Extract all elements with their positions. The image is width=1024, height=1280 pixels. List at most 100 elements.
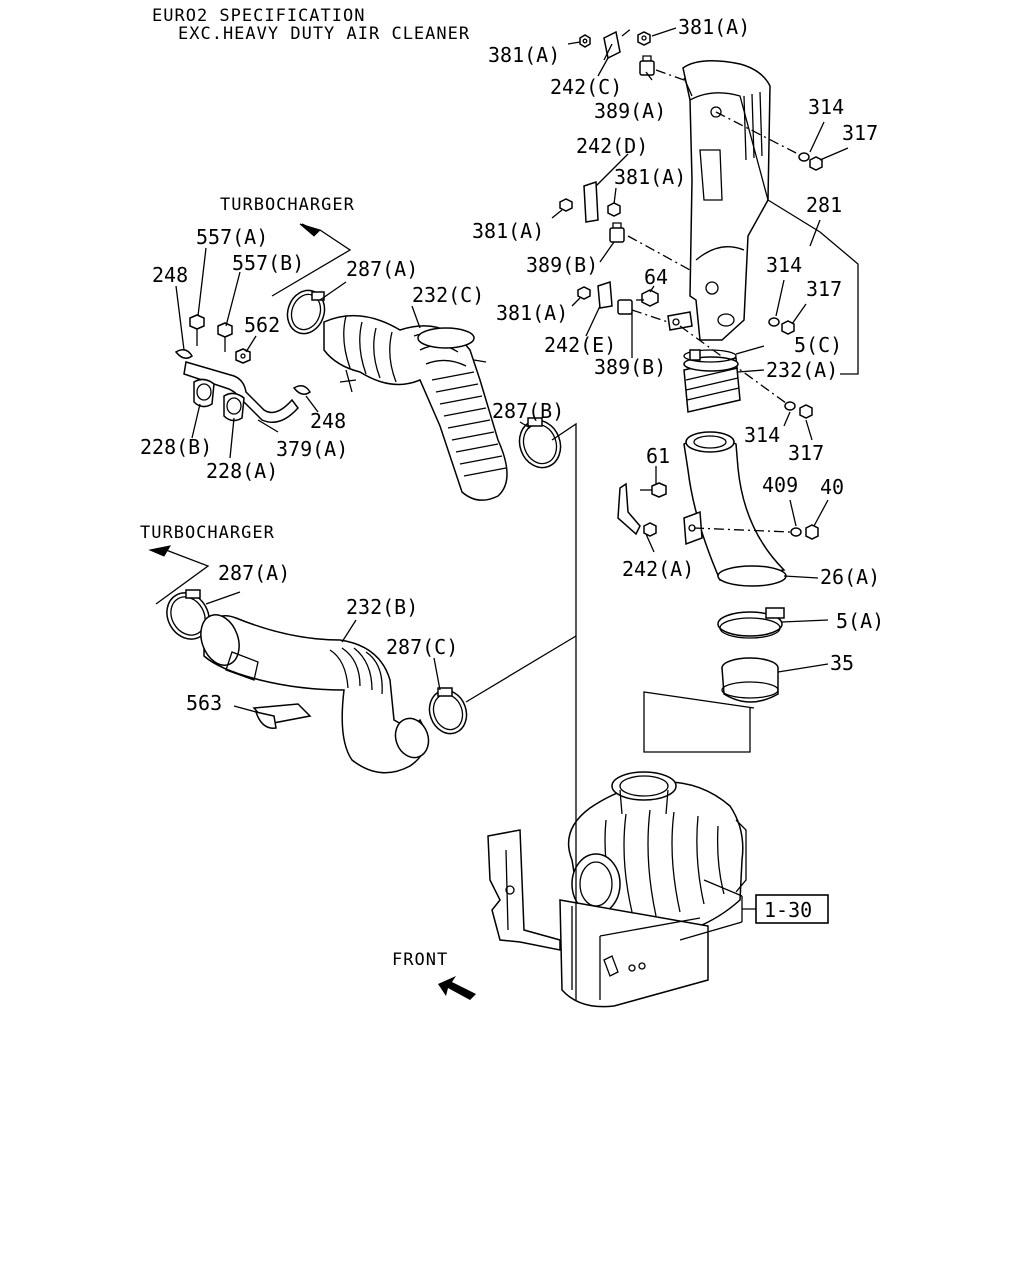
callout-381a: 381(A)	[488, 43, 560, 67]
pipe-379a	[183, 361, 299, 423]
callout-242c: 242(C)	[550, 75, 622, 99]
bolt-242a-small	[643, 522, 657, 537]
callout-317: 317	[788, 441, 824, 465]
elbow-tube-26a	[683, 431, 787, 587]
nut-317-upper	[809, 156, 823, 171]
callout-389a: 389(A)	[594, 99, 666, 123]
callout-5c: 5(C)	[794, 333, 842, 357]
washer-314-upper	[798, 152, 810, 162]
hose-232a	[683, 356, 741, 413]
callout-64: 64	[644, 265, 668, 289]
bolt-64	[636, 289, 659, 307]
callout-232a: 232(A)	[766, 358, 838, 382]
callout-381a: 381(A)	[678, 15, 750, 39]
callout-40: 40	[820, 475, 844, 499]
washer-314-mid	[768, 317, 780, 327]
callout-287c: 287(C)	[386, 635, 458, 659]
turbocharger-mid-indicator	[148, 545, 210, 605]
callout-381a: 381(A)	[496, 301, 568, 325]
insulator-389a	[639, 55, 655, 76]
callout-232c: 232(C)	[412, 283, 484, 307]
front-label: FRONT	[392, 950, 448, 970]
clip-228a	[223, 392, 245, 422]
bolt-61	[640, 482, 667, 498]
reference-box-1-30[interactable]: 1-30	[755, 894, 829, 924]
turbocharger-top-label: TURBOCHARGER	[220, 195, 355, 215]
bracket-563	[252, 703, 312, 729]
nut-317-low	[799, 404, 813, 419]
clamp-287a-mid	[166, 589, 210, 640]
header-line-1: EURO2 SPECIFICATION	[152, 6, 365, 26]
dash-mid	[627, 235, 691, 271]
hose-232c	[323, 314, 508, 501]
clip-248-right	[292, 385, 311, 395]
nut-381a-mid-2	[607, 202, 621, 217]
callout-61: 61	[646, 444, 670, 468]
nut-381a-top-left	[579, 34, 591, 48]
leader-287b-cleaner	[551, 422, 577, 1000]
callout-228a: 228(A)	[206, 459, 278, 483]
nut-40	[805, 524, 819, 540]
clamp-5c	[683, 349, 737, 363]
dash-top	[621, 27, 685, 81]
bracket-242e	[597, 280, 613, 309]
callout-287a: 287(A)	[218, 561, 290, 585]
insulator-389b-lower	[617, 299, 633, 315]
callout-389b: 389(B)	[594, 355, 666, 379]
callout-314: 314	[744, 423, 780, 447]
header-line-2: EXC.HEAVY DUTY AIR CLEANER	[178, 24, 470, 44]
callout-562: 562	[244, 313, 280, 337]
hose-232b	[200, 614, 430, 774]
callout-248: 248	[310, 409, 346, 433]
snorkel-281	[667, 60, 771, 341]
leader-lines	[175, 27, 859, 713]
leader-287c-cleaner	[465, 635, 577, 703]
bolt-557a	[189, 314, 205, 346]
callout-5a: 5(A)	[836, 609, 884, 633]
callout-317: 317	[842, 121, 878, 145]
bracket-242a	[617, 482, 641, 536]
washer-314-low	[784, 401, 796, 411]
reference-box-label: 1-30	[764, 898, 812, 922]
turbocharger-top-indicator	[271, 223, 352, 297]
callout-563: 563	[186, 691, 222, 715]
nut-381a-top-right	[637, 31, 651, 46]
callout-232b: 232(B)	[346, 595, 418, 619]
callout-409: 409	[762, 473, 798, 497]
air-cleaner-assembly	[487, 771, 747, 1008]
turbocharger-mid-label: TURBOCHARGER	[140, 523, 275, 543]
callout-381a: 381(A)	[472, 219, 544, 243]
callout-248: 248	[152, 263, 188, 287]
callout-317: 317	[806, 277, 842, 301]
callout-557b: 557(B)	[232, 251, 304, 275]
callout-379a: 379(A)	[276, 437, 348, 461]
washer-409	[790, 527, 802, 537]
callout-281: 281	[806, 193, 842, 217]
callout-314: 314	[766, 253, 802, 277]
bracket-242c	[603, 30, 621, 61]
callout-287b: 287(B)	[492, 399, 564, 423]
leader-1-30	[679, 879, 756, 941]
clamp-5a	[717, 607, 785, 639]
dash-26a	[693, 527, 791, 533]
insulator-389b-upper	[609, 222, 625, 243]
leader-35-cleaner	[643, 691, 755, 753]
callout-228b: 228(B)	[140, 435, 212, 459]
clamp-287a-top	[286, 289, 326, 335]
clamp-287c	[428, 687, 468, 735]
nut-317-mid	[781, 320, 795, 335]
callout-26a: 26(A)	[820, 565, 880, 589]
sleeve-35	[721, 657, 779, 703]
nut-562	[235, 348, 251, 364]
clip-248-left	[174, 349, 193, 359]
callout-287a: 287(A)	[346, 257, 418, 281]
nut-381a-mid-1	[559, 198, 573, 212]
callout-242d: 242(D)	[576, 134, 648, 158]
callout-242a: 242(A)	[622, 557, 694, 581]
dash-snorkel-314	[715, 111, 801, 156]
callout-242e: 242(E)	[544, 333, 616, 357]
callout-314: 314	[808, 95, 844, 119]
bolt-557b	[217, 322, 233, 352]
nut-381a-low	[577, 286, 591, 300]
